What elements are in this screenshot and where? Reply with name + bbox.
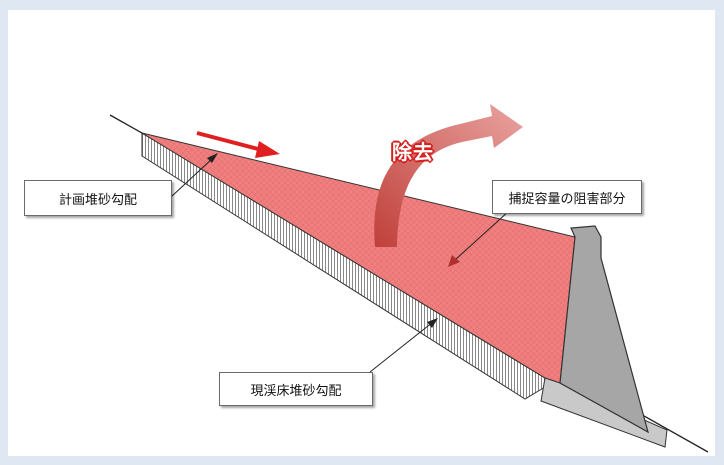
dam-body (559, 225, 649, 434)
dam-foundation (540, 377, 668, 448)
sediment-area (141, 132, 576, 384)
removal-label: 除去 (392, 140, 434, 164)
planned-gradient-label: 計画堆砂勾配 (24, 180, 172, 216)
leader-planned (170, 153, 218, 198)
curved-arrow-icon (374, 104, 523, 247)
leader-obstruction (448, 209, 511, 267)
obstruction-label: 捕捉容量の阻害部分 (492, 180, 642, 214)
current-bed-gradient-label: 現渓床堆砂勾配 (219, 372, 373, 406)
arrow-right-icon (196, 131, 280, 158)
leader-current-bed (369, 318, 438, 373)
